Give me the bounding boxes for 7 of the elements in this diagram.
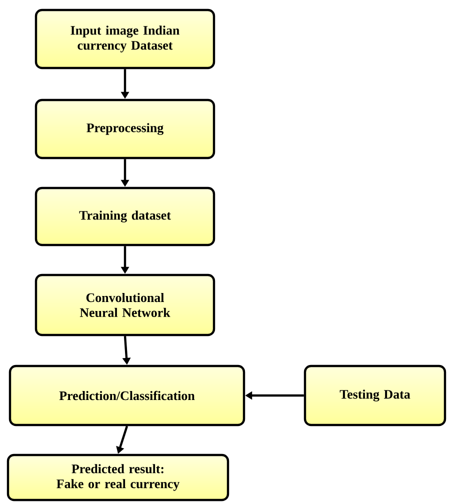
process-box: Convolutional Neural Network xyxy=(34,274,216,336)
process-box: Input image Indian currency Dataset xyxy=(34,8,216,70)
process-box: Prediction/Classification xyxy=(8,364,246,426)
process-box: Training dataset xyxy=(34,186,216,246)
process-box: Preprocessing xyxy=(34,98,216,160)
process-box: Testing Data xyxy=(304,364,446,426)
process-box: Predicted result: Fake or real currency xyxy=(6,454,230,502)
